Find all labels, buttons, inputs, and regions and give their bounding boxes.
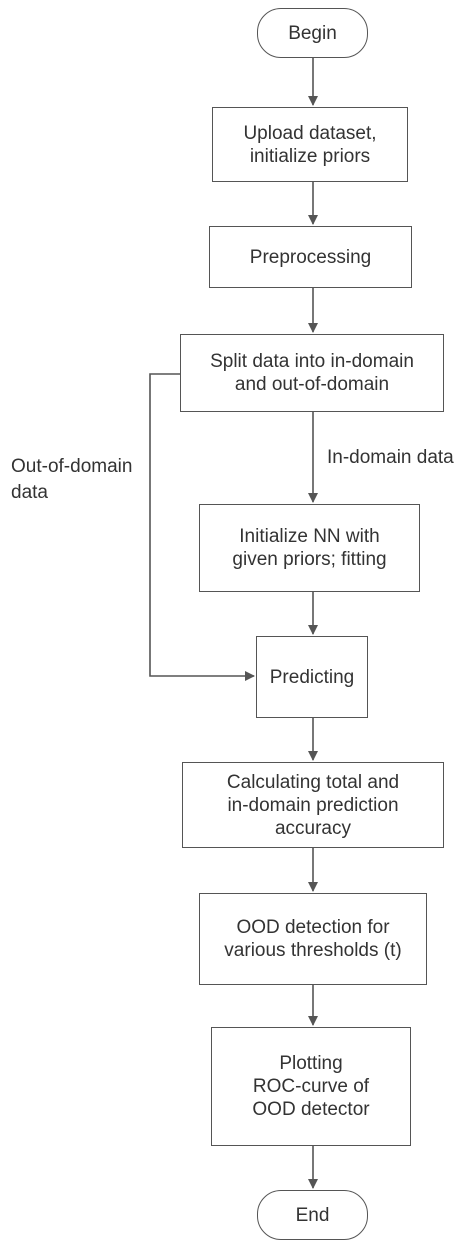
upload-dataset-step: Upload dataset, initialize priors (212, 107, 408, 182)
in-domain-data-label: In-domain data (327, 447, 454, 468)
arrow-out-of-domain-to-predicting (149, 373, 255, 681)
accuracy-step: Calculating total and in-domain predicti… (182, 762, 444, 848)
preprocessing-step: Preprocessing (209, 226, 412, 288)
out-of-domain-data-label: Out-of-domain data (11, 456, 133, 503)
ood-detection-step: OOD detection for various thresholds (t) (199, 893, 427, 985)
initialize-nn-step: Initialize NN with given priors; fitting (199, 504, 420, 592)
end-terminal: End (257, 1190, 368, 1240)
predicting-step: Predicting (256, 636, 368, 718)
split-data-step: Split data into in-domain and out-of-dom… (180, 334, 444, 412)
plotting-step: Plotting ROC-curve of OOD detector (211, 1027, 411, 1146)
begin-terminal: Begin (257, 8, 368, 58)
